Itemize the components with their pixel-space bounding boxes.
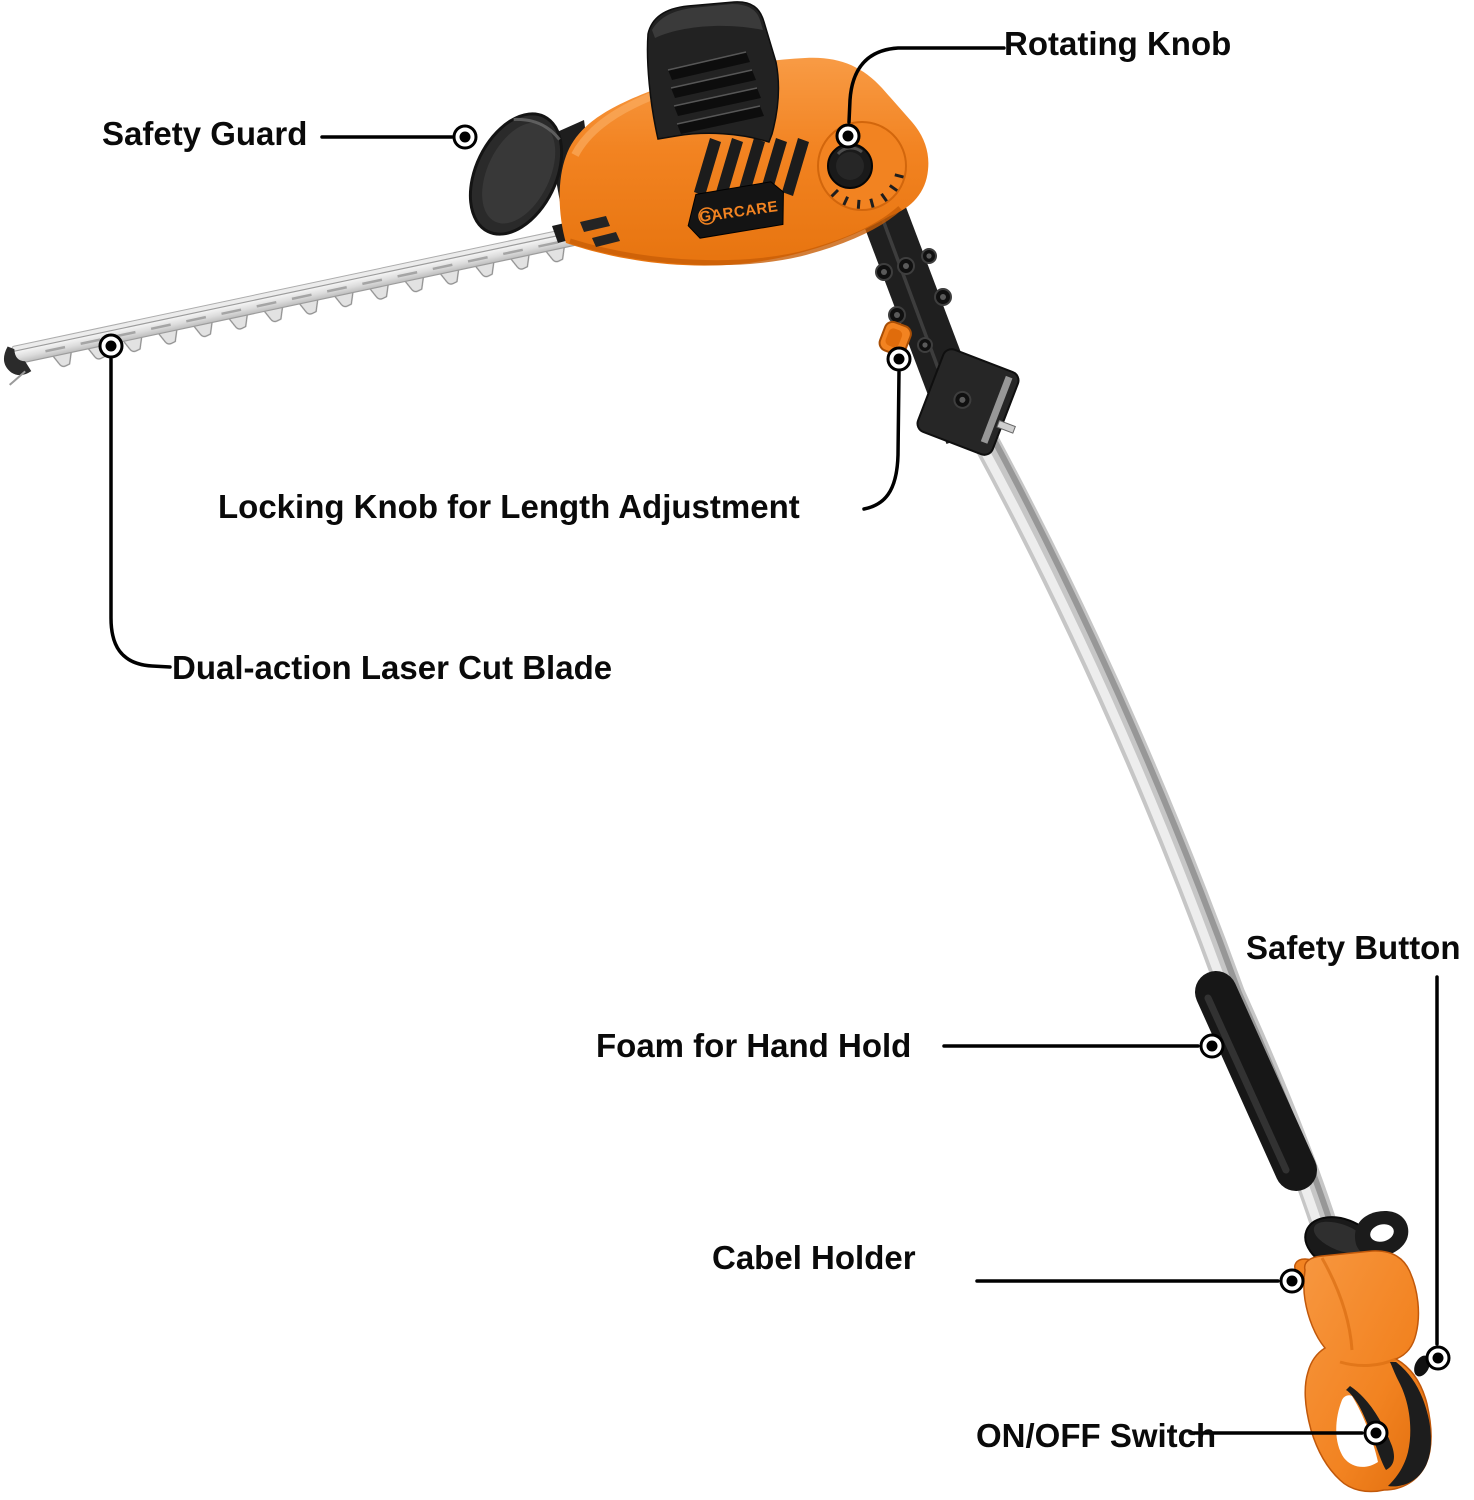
tube-bolts <box>875 248 952 353</box>
motor-cover <box>646 1 780 143</box>
callout-line-blade <box>109 357 172 669</box>
air-vents <box>667 51 764 134</box>
rotating-knob-dial <box>817 121 907 211</box>
foam-grip <box>1195 971 1317 1191</box>
label-foam-grip: Foam for Hand Hold <box>596 1027 912 1064</box>
label-safety-guard: Safety Guard <box>102 115 308 152</box>
label-cable-holder: Cabel Holder <box>712 1239 916 1276</box>
label-safety-button: Safety Button <box>1246 929 1461 966</box>
brand-badge: GARCARE <box>687 181 784 239</box>
callout-marker-safety-guard <box>452 124 478 150</box>
callout-marker-on-off <box>1363 1420 1389 1446</box>
label-locking-knob: Locking Knob for Length Adjustment <box>218 488 800 525</box>
motor-head: GARCARE <box>552 1 929 266</box>
housing-grille <box>694 138 809 196</box>
pole-clamp <box>916 348 1020 456</box>
callout-markers <box>98 123 1451 1446</box>
cutting-blade <box>3 225 587 386</box>
callout-marker-rotating-knob <box>835 123 861 149</box>
blade-tip <box>3 346 32 376</box>
grip-opening <box>1336 1395 1378 1467</box>
callout-marker-safety-button <box>1425 1345 1451 1371</box>
locking-lever <box>878 320 912 356</box>
rear-handle <box>1294 1210 1432 1493</box>
callout-line-rotating-knob <box>847 46 1006 124</box>
callout-marker-foam-grip <box>1199 1033 1225 1059</box>
grip-pad <box>1388 1362 1431 1487</box>
callout-marker-blade <box>98 333 124 359</box>
callout-line-locking-knob <box>862 370 901 511</box>
callouts <box>109 46 1439 1435</box>
callout-marker-locking-knob <box>886 346 912 372</box>
label-blade: Dual-action Laser Cut Blade <box>172 649 613 686</box>
callout-marker-cable-holder <box>1279 1268 1305 1294</box>
label-rotating-knob: Rotating Knob <box>1004 25 1232 62</box>
dial-ticks <box>830 173 904 209</box>
label-on-off: ON/OFF Switch <box>976 1417 1217 1454</box>
